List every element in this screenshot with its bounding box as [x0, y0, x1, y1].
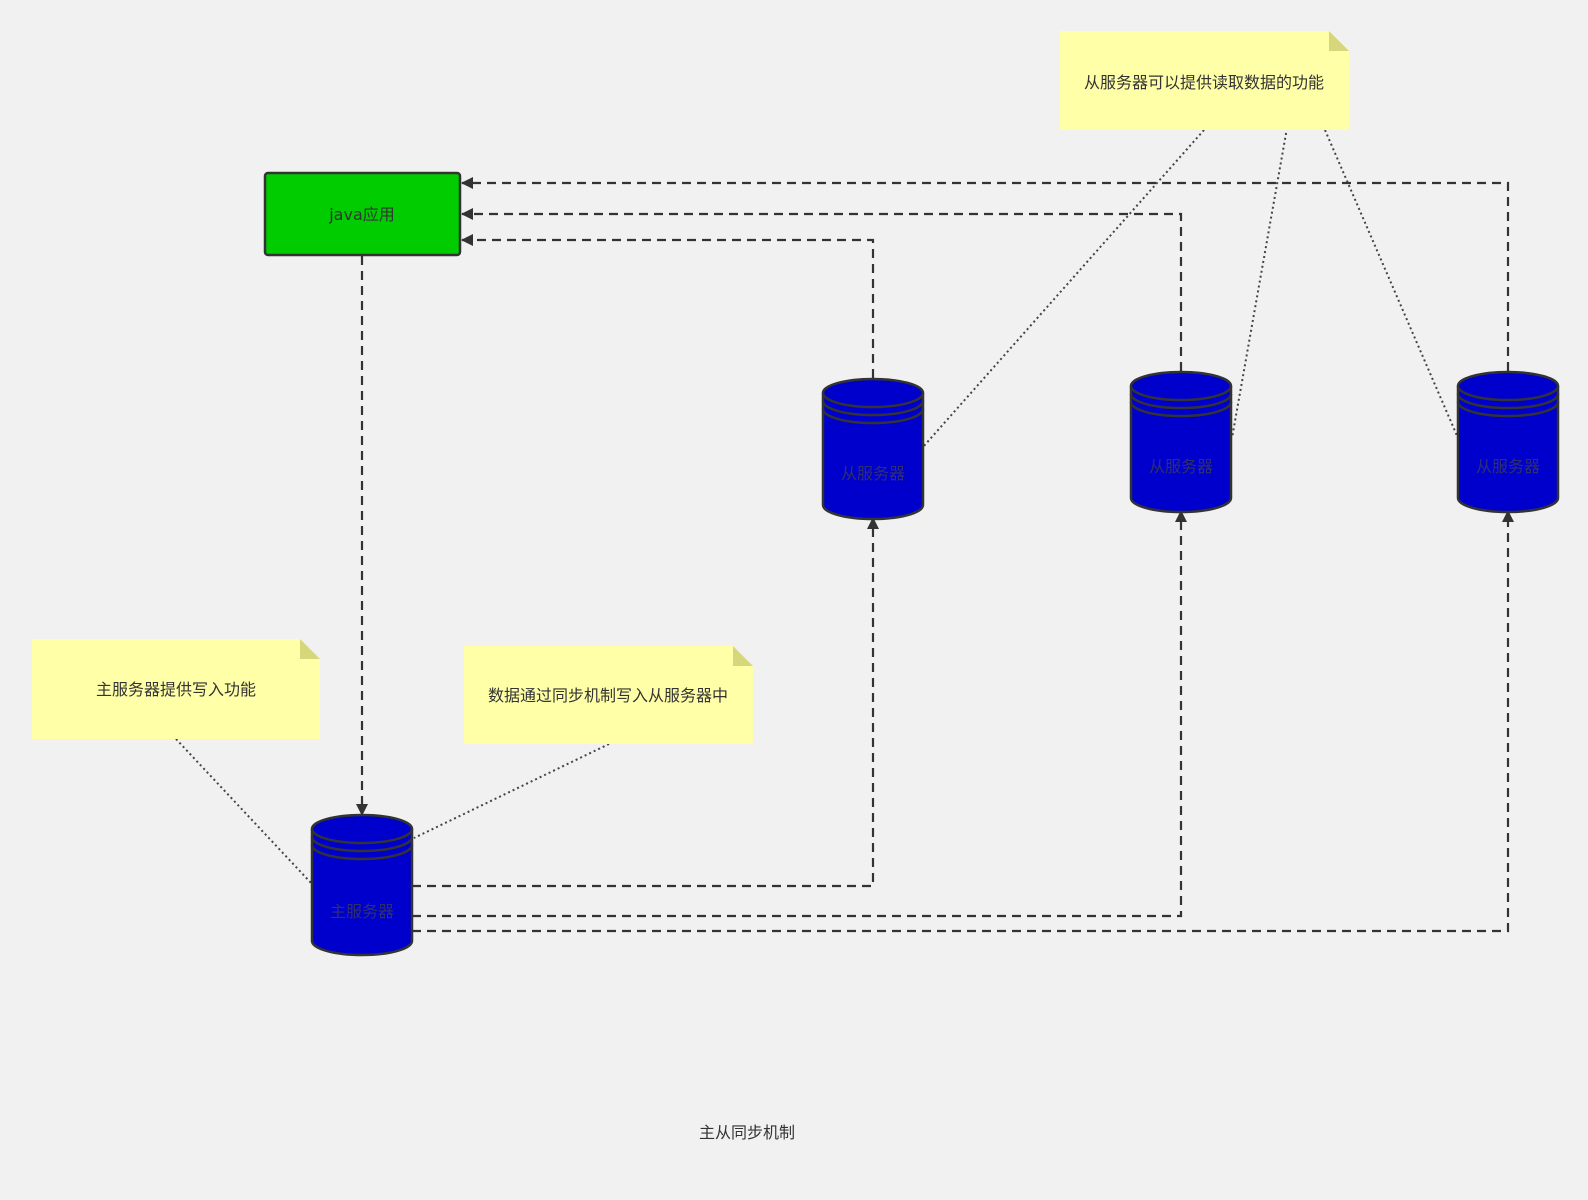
- slave-db-label-3: 从服务器: [1476, 457, 1540, 476]
- slave-db-node-1[interactable]: 从服务器: [821, 377, 925, 521]
- java-app-label: java应用: [328, 205, 395, 224]
- note-slaves-read-text: 从服务器可以提供读取数据的功能: [1084, 73, 1324, 92]
- edge-master-to-slave-2: [412, 510, 1187, 918]
- edge-master-to-slave-3: [412, 510, 1514, 933]
- note-master-write[interactable]: 主服务器提供写入功能: [32, 639, 320, 739]
- slave-db-node-2[interactable]: 从服务器: [1129, 370, 1233, 514]
- link-note-read-slave-1: [922, 129, 1205, 448]
- edge-slave-1-to-app: [461, 234, 875, 378]
- note-master-write-text: 主服务器提供写入功能: [96, 680, 256, 699]
- connectors: [356, 177, 1514, 933]
- link-note-read-slave-3: [1324, 129, 1459, 439]
- slave-db-node-3[interactable]: 从服务器: [1456, 370, 1560, 514]
- link-note-write-master: [175, 738, 313, 885]
- note-slaves-read[interactable]: 从服务器可以提供读取数据的功能: [1060, 31, 1349, 130]
- master-db-label: 主服务器: [330, 902, 394, 921]
- edge-slave-2-to-app: [461, 208, 1183, 371]
- slave-db-label-1: 从服务器: [841, 464, 905, 483]
- java-app-node[interactable]: java应用: [263, 171, 462, 257]
- link-note-read-slave-2: [1231, 127, 1288, 439]
- diagram-caption: 主从同步机制: [699, 1123, 795, 1142]
- note-sync-text: 数据通过同步机制写入从服务器中: [488, 686, 728, 705]
- edge-master-to-slave-1: [412, 517, 879, 888]
- edge-slave-3-to-app: [461, 177, 1510, 371]
- link-note-sync-master: [413, 743, 610, 839]
- note-links: [175, 127, 1459, 885]
- slave-db-label-2: 从服务器: [1149, 457, 1213, 476]
- master-db-node[interactable]: 主服务器: [310, 813, 414, 957]
- note-sync[interactable]: 数据通过同步机制写入从服务器中: [464, 646, 753, 744]
